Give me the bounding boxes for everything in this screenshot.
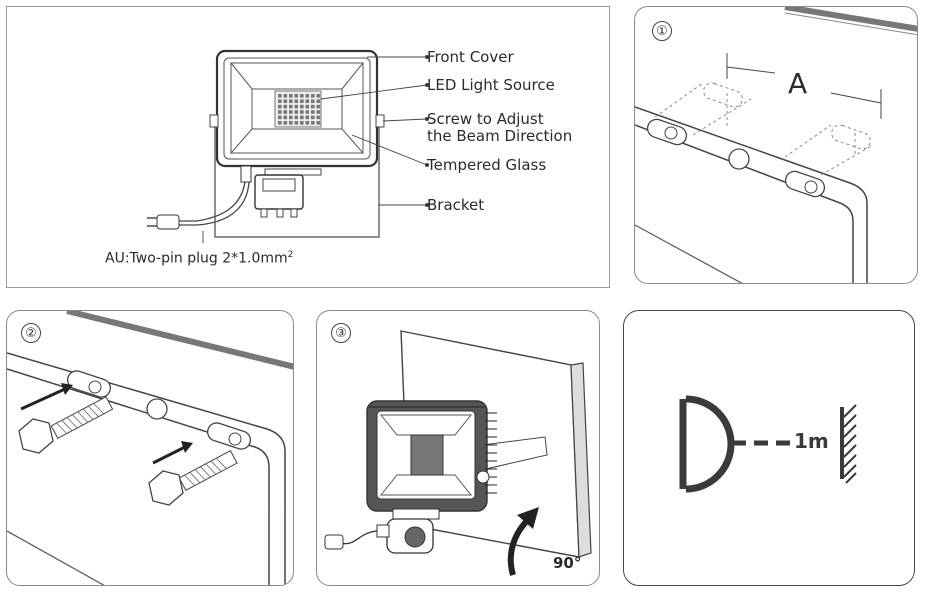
led-chip <box>305 115 310 120</box>
callout-bracket: Bracket <box>427 196 485 214</box>
distance-panel: 1m <box>623 310 915 586</box>
floodlight-overview-drawing <box>147 49 430 243</box>
led-chip <box>289 110 293 114</box>
led-chip <box>300 99 304 103</box>
led-chip <box>278 110 282 114</box>
rotation-angle-label: 90° <box>553 554 582 572</box>
step1-number: ① <box>652 21 672 41</box>
step3-panel: ③ 90° <box>316 310 600 586</box>
wall-icon <box>840 404 857 484</box>
led-chip <box>305 94 310 98</box>
led-chip <box>300 115 304 120</box>
led-chip <box>305 104 310 109</box>
step2-screw-drawing <box>7 311 293 585</box>
led-chip <box>316 115 321 120</box>
led-chip <box>316 94 321 98</box>
led-chip <box>316 104 321 109</box>
plug-spec-label: AU:Two-pin plug 2*1.0mm2 <box>105 247 293 267</box>
screw-2 <box>178 450 238 491</box>
led-chip <box>311 121 315 125</box>
led-chip <box>300 104 304 109</box>
led-chip <box>305 110 310 114</box>
step3-number: ③ <box>331 323 351 343</box>
callout-led-light-source: LED Light Source <box>427 76 555 94</box>
led-chip <box>283 94 288 98</box>
plug-spec-superscript: 2 <box>287 250 294 260</box>
step2-number: ② <box>21 323 41 343</box>
led-chip <box>300 121 304 125</box>
led-chip <box>283 121 288 125</box>
overview-panel: Front Cover LED Light Source Screw to Ad… <box>6 6 610 288</box>
led-chip <box>305 121 310 125</box>
led-chip <box>305 99 310 103</box>
step1-bracket-drawing <box>635 7 917 283</box>
led-chip <box>289 104 293 109</box>
led-chip <box>294 104 299 109</box>
dimension-a-label: A <box>788 67 808 100</box>
led-chip <box>283 99 288 103</box>
callout-screw-line2: the Beam Direction <box>427 127 573 145</box>
led-chip <box>283 110 288 114</box>
led-chip <box>316 110 321 114</box>
callout-screw-line1: Screw to Adjust <box>427 110 544 128</box>
callout-front-cover: Front Cover <box>427 48 514 66</box>
floodlight-side-icon <box>679 395 735 493</box>
led-chip <box>289 99 293 103</box>
screw-1 <box>50 396 114 439</box>
step1-panel: ① A <box>634 6 918 284</box>
led-chip <box>316 121 321 125</box>
led-chip <box>300 110 304 114</box>
plug-spec-text: AU:Two-pin plug 2*1.0mm <box>105 250 288 267</box>
led-chip <box>316 99 321 103</box>
led-chip <box>311 104 315 109</box>
step2-panel: ② <box>6 310 294 586</box>
led-chip <box>311 115 315 120</box>
led-chip <box>278 121 282 125</box>
led-chip <box>289 121 293 125</box>
led-chip <box>278 99 282 103</box>
distance-drawing <box>679 395 857 493</box>
led-chip <box>283 104 288 109</box>
distance-label: 1m <box>794 429 829 453</box>
led-chip <box>289 115 293 120</box>
led-chip <box>300 94 304 98</box>
led-chip <box>278 94 282 98</box>
led-chip <box>283 115 288 120</box>
led-chip <box>311 110 315 114</box>
led-chip <box>311 99 315 103</box>
led-chip <box>311 94 315 98</box>
led-chip <box>278 115 282 120</box>
led-chip <box>294 121 299 125</box>
led-chip <box>289 94 293 98</box>
step3-mounting-drawing <box>324 330 592 576</box>
led-chip <box>294 115 299 120</box>
led-chip <box>278 104 282 109</box>
led-chip <box>294 99 299 103</box>
callout-tempered-glass: Tempered Glass <box>427 156 547 174</box>
led-chip <box>294 110 299 114</box>
led-chip <box>294 94 299 98</box>
